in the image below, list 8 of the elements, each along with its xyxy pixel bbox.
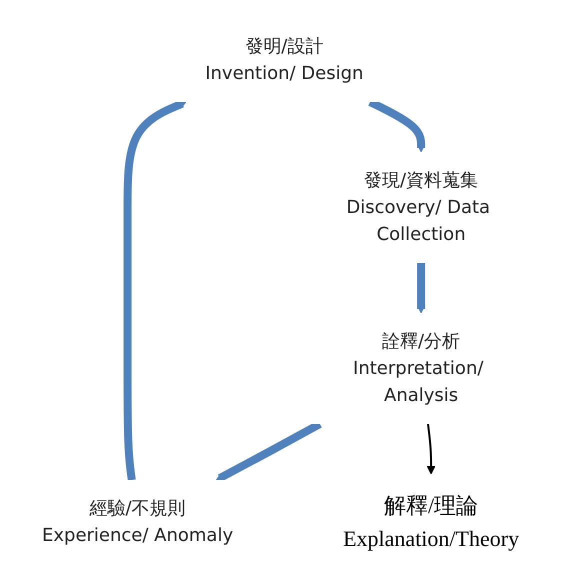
node-text: 發現/資料蒐集 Discovery/ Data Collection xyxy=(346,170,490,244)
node-text: 發明/設計 Invention/ Design xyxy=(205,36,364,84)
arrow xyxy=(416,262,426,313)
arrow xyxy=(124,99,186,480)
node-text: 經驗/不規則 Experience/ Anomaly xyxy=(42,497,234,546)
node-text: 解釋/理論 Explanation/Theory xyxy=(343,492,520,550)
node-text: 詮釋/分析 Interpretation/ Analysis xyxy=(352,330,484,406)
arrow xyxy=(426,423,436,474)
